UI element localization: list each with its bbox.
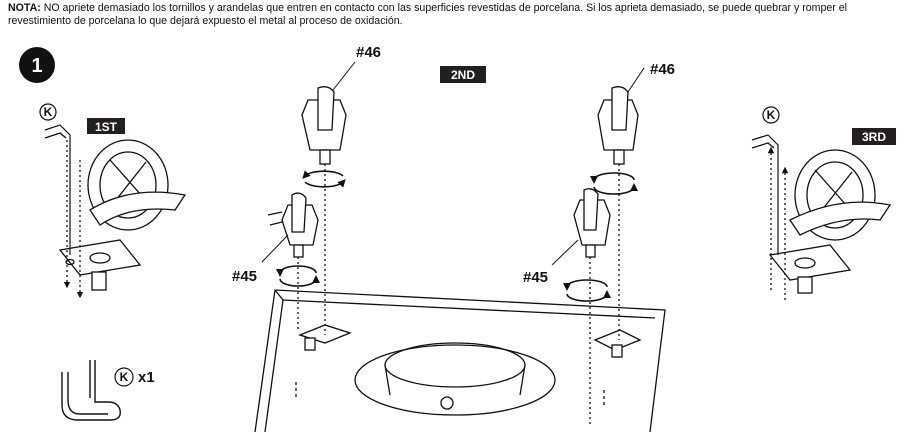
note-line-2: revestimiento de porcelana lo que dejará…	[8, 15, 403, 27]
tag-second: 2ND	[440, 66, 486, 83]
caster-45-right	[573, 188, 611, 425]
key-quantity-letter: K	[120, 370, 129, 384]
tag-third-label: 3RD	[862, 130, 886, 144]
caster-detail-tighten	[751, 134, 892, 300]
key-letter-left: K	[44, 105, 53, 119]
key-symbol-right: K	[762, 106, 780, 124]
caster-detail-loosen	[44, 124, 187, 299]
tag-first-label: 1ST	[95, 120, 118, 134]
callout-45-left: #45	[232, 268, 257, 285]
callout-46-right: #46	[650, 61, 675, 78]
note-prefix: NOTA:	[8, 2, 41, 14]
tag-third: 3RD	[852, 128, 896, 145]
key-symbol-left: K	[39, 103, 57, 121]
step-number: 1	[31, 55, 42, 77]
rotate-arrow-45-left	[276, 265, 320, 287]
caster-46-left	[301, 86, 347, 335]
key-wrench-part	[61, 360, 121, 421]
key-quantity-count: x1	[138, 369, 155, 386]
callout-46-left: #46	[356, 44, 381, 61]
note-line-1: NO apriete demasiado los tornillos y ara…	[43, 2, 847, 14]
grill-base	[254, 289, 666, 432]
rotate-arrow-46-left	[302, 170, 346, 188]
key-quantity: K x1	[114, 367, 155, 387]
rotate-arrow-46-right	[590, 172, 638, 195]
callout-leaders	[261, 61, 645, 266]
tag-first: 1ST	[87, 118, 125, 134]
key-letter-right: K	[767, 108, 776, 122]
caster-46-right	[597, 86, 639, 340]
assembly-note: NOTA: NO apriete demasiado los tornillos…	[8, 2, 908, 28]
step-number-badge: 1	[19, 47, 55, 83]
caster-45-left	[267, 192, 319, 332]
callout-45-right: #45	[523, 269, 548, 286]
tag-second-label: 2ND	[451, 68, 475, 82]
rotate-arrow-45-right	[563, 279, 611, 302]
